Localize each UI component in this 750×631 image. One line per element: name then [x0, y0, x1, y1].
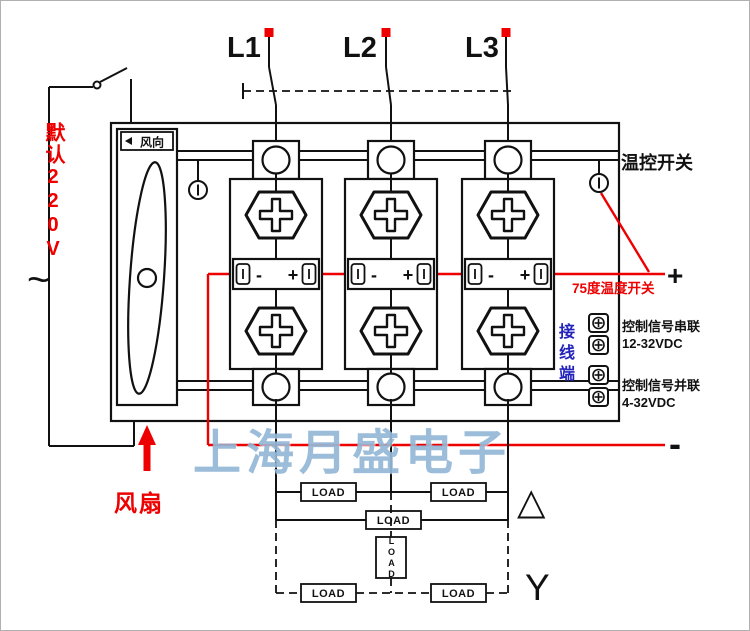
thermal-switch-link-wire [599, 192, 651, 273]
wind-direction-label: 风向 [140, 135, 164, 150]
module1-plus-label: + [288, 265, 299, 285]
module1-ctrl-terminal-neg [235, 263, 251, 285]
module1-ctrl-terminal-pos [301, 263, 317, 285]
thermal-switch-terminal-left [188, 161, 208, 200]
load-label-center-vertical: LOAD [386, 536, 397, 580]
control-output-minus: - [669, 423, 681, 464]
load-label-2: LOAD [442, 487, 475, 499]
wind-direction-arrow-icon [125, 137, 132, 145]
module1-bottom-hex-terminal [244, 306, 308, 356]
ssr-module-3: - + [460, 139, 556, 407]
thermal-switch-terminal-right [589, 161, 609, 193]
module3-bottom-terminal [493, 372, 523, 402]
load-label-1: LOAD [312, 487, 345, 499]
phase-label-l2: L2 [343, 32, 377, 64]
module2-minus-label: - [371, 265, 377, 285]
watermark-text: 上海月盛电子 [193, 427, 512, 480]
load-box-center-vertical [375, 536, 407, 579]
module1-minus-label: - [256, 265, 262, 285]
ssr-module-2: - + [343, 139, 439, 407]
phase-dot-l3 [501, 28, 511, 37]
parallel-signal-label: 控制信号并联 [622, 378, 700, 393]
phase-dot-l2 [381, 28, 391, 37]
default-voltage-label: 默认220V [42, 122, 64, 262]
module3-top-terminal [493, 145, 523, 175]
load-box-5 [430, 583, 487, 603]
switch-contact [92, 80, 102, 90]
module3-bottom-hex-terminal [476, 306, 540, 356]
temp-switch-75-label: 75度温度开关 [572, 280, 655, 296]
phase-label-l1: L1 [227, 32, 261, 64]
module2-bottom-terminal [376, 372, 406, 402]
module2-plus-label: + [403, 265, 414, 285]
fan-pointer-arrow [138, 425, 156, 471]
wye-symbol: Y [525, 567, 550, 608]
fan-hub [136, 267, 158, 289]
load-box-2 [430, 482, 487, 502]
fan-compartment [115, 127, 179, 407]
module2-top-terminal [376, 145, 406, 175]
ac-symbol: ~ [27, 258, 50, 302]
load-label-5: LOAD [442, 588, 475, 600]
fan-label: 风扇 [114, 490, 164, 516]
phase-label-l3: L3 [465, 32, 499, 64]
load-box-3 [365, 510, 422, 530]
module3-plus-label: + [520, 265, 531, 285]
block-screw-4 [588, 387, 609, 407]
module2-ctrl-terminal-neg [350, 263, 366, 285]
switch-blade [99, 67, 128, 83]
module3-minus-label: - [488, 265, 494, 285]
module2-top-hex-terminal [359, 190, 423, 240]
block-screw-3 [588, 365, 609, 385]
module3-ctrl-terminal-neg [467, 263, 483, 285]
module1-top-terminal [261, 145, 291, 175]
load-box-4 [300, 583, 357, 603]
series-signal-label: 控制信号串联 [622, 319, 700, 334]
load-label-3: LOAD [377, 515, 410, 527]
fan-supply-circuit [48, 67, 135, 447]
terminal-block-label: 接线端 [556, 323, 573, 386]
module1-top-hex-terminal [244, 190, 308, 240]
parallel-voltage-label: 4-32VDC [622, 395, 676, 410]
load-label-4: LOAD [312, 588, 345, 600]
series-voltage-label: 12-32VDC [622, 336, 683, 351]
module3-top-hex-terminal [476, 190, 540, 240]
block-screw-2 [588, 335, 609, 355]
control-output-plus: + [667, 260, 683, 291]
module2-ctrl-terminal-pos [416, 263, 432, 285]
wind-direction-box [120, 131, 174, 151]
block-screw-1 [588, 313, 609, 333]
phase-dot-l1 [264, 28, 274, 37]
thermal-switch-label: 温控开关 [621, 152, 693, 173]
module2-bottom-hex-terminal [359, 306, 423, 356]
delta-symbol: △ [517, 481, 546, 522]
load-box-1 [300, 482, 357, 502]
ssr-module-1: - + [228, 139, 324, 407]
module1-bottom-terminal [261, 372, 291, 402]
load-network-delta [275, 399, 509, 530]
module3-ctrl-terminal-pos [533, 263, 549, 285]
load-network-wye [275, 492, 509, 603]
